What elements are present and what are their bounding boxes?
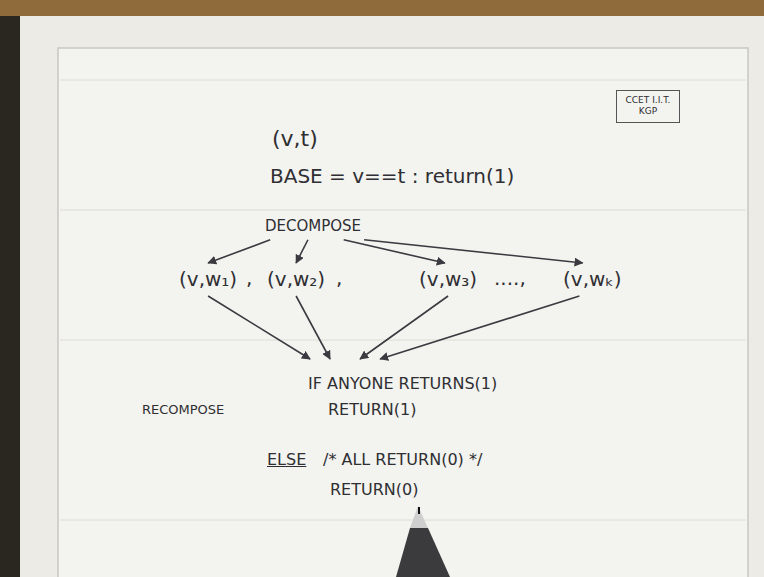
subproblem: (v,wₖ) — [560, 264, 625, 295]
top-strip — [0, 0, 764, 16]
node-text: /* ALL RETURN(0) */ — [323, 450, 482, 470]
connector-arrow — [208, 240, 270, 263]
subproblem: (v,w₁) — [176, 264, 240, 295]
node-text: (v,wₖ) — [563, 267, 622, 292]
node-text: ELSE — [267, 450, 306, 470]
node-text: RETURN(0) — [330, 480, 418, 500]
logo-stamp: CCET I.I.T. KGP — [616, 90, 680, 123]
card — [58, 48, 748, 577]
node-text: (v,w₂) — [267, 267, 325, 292]
step-text: RECOMPOSE — [142, 402, 224, 417]
node-text: (v,w₁) — [179, 267, 237, 292]
connector-arrow — [296, 296, 330, 359]
ruled-lines — [60, 80, 746, 520]
connector-arrow — [208, 296, 310, 359]
subproblem: (v,w₃) — [416, 264, 480, 295]
base-case: BASE = v==t : return(1) — [270, 164, 514, 188]
recompose-rule: IF ANYONE RETURNS(1) RETURN(1) ELSE /* ALL … — [255, 360, 505, 508]
node-text: CCET I.I.T. KGP — [621, 95, 675, 118]
node-text: (v,w₃) — [419, 267, 477, 292]
connector-arrow — [364, 240, 583, 263]
separator: , — [336, 266, 342, 290]
node-text: DECOMPOSE — [265, 217, 361, 236]
separator: ...., — [494, 266, 526, 290]
connector-arrow — [296, 240, 308, 263]
connector-arrow — [360, 296, 448, 359]
pen — [396, 506, 450, 577]
separator: , — [246, 266, 252, 290]
step-text: DECOMPOSE — [262, 214, 364, 239]
problem-pair: (v,t) — [272, 126, 318, 151]
connector-arrow — [344, 240, 445, 263]
node-text: RETURN(1) — [328, 400, 416, 420]
subproblem: (v,w₂) — [264, 264, 328, 295]
node-text: IF ANYONE RETURNS(1) — [308, 374, 497, 394]
connector-arrow — [380, 296, 579, 359]
